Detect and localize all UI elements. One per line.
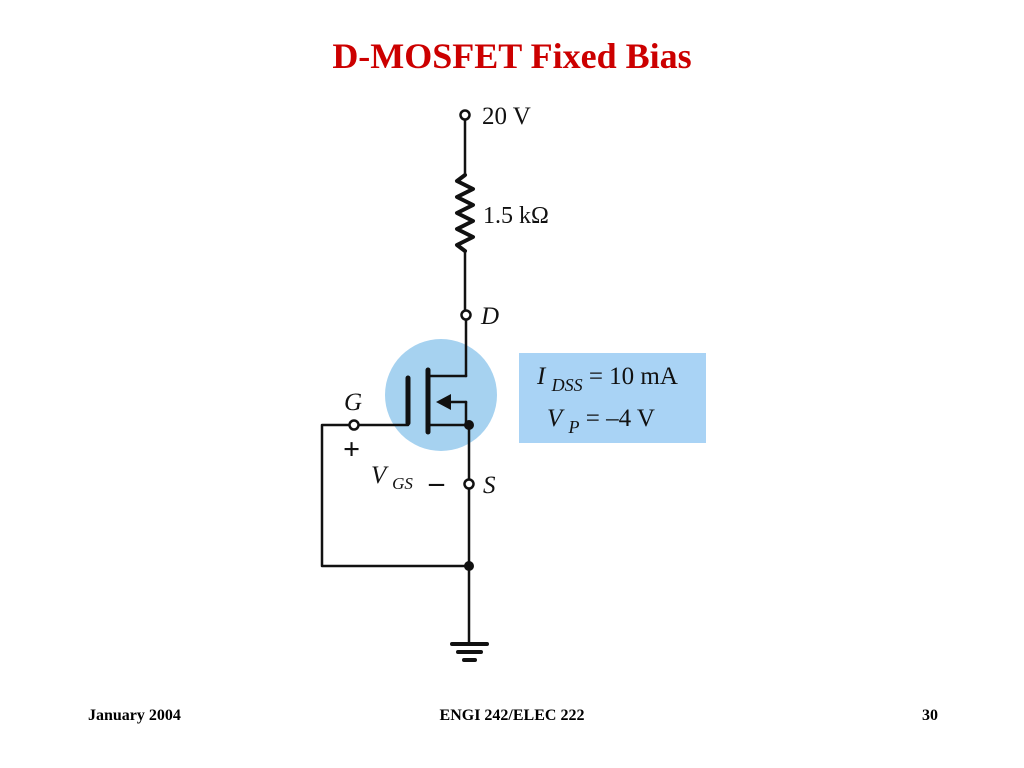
- drain-resistor-label: 1.5 kΩ: [483, 203, 549, 229]
- idss-parameter: I DSS = 10 mA: [536, 363, 678, 397]
- source-terminal: [463, 478, 475, 490]
- vp-value: = –4 V: [586, 405, 655, 432]
- drain-label: D: [480, 303, 499, 330]
- vgs-label: V GS: [371, 462, 413, 493]
- vgs-plus-sign: +: [343, 433, 360, 466]
- idss-value: = 10 mA: [589, 363, 678, 390]
- parameter-box: [519, 353, 706, 443]
- vgs-subscript: GS: [392, 474, 413, 493]
- gate-terminal: [348, 419, 360, 431]
- footer-page-number: 30: [922, 707, 938, 724]
- supply-terminal: [459, 109, 471, 121]
- supply-label: 20 V: [482, 103, 531, 130]
- slide-title: D-MOSFET Fixed Bias: [332, 36, 692, 76]
- drain-resistor-symbol: [455, 173, 475, 253]
- source-label: S: [483, 472, 496, 499]
- mosfet-highlight-circle: [385, 339, 497, 451]
- wire-gate-to-ground-loop: [320, 423, 471, 568]
- vp-symbol: V: [547, 405, 565, 432]
- vgs-symbol: V: [371, 462, 389, 489]
- vgs-minus-sign: –: [428, 466, 445, 499]
- source-junction-dot: [464, 420, 474, 430]
- footer-course: ENGI 242/ELEC 222: [439, 707, 585, 724]
- gate-label: G: [344, 389, 362, 416]
- ground-junction-dot: [464, 561, 474, 571]
- idss-subscript: DSS: [551, 375, 583, 395]
- drain-terminal: [460, 309, 472, 321]
- circuit-diagram: 20 V 1.5 kΩ D G S + – V GS I DSS = 10 mA…: [320, 103, 706, 662]
- vp-parameter: V P = –4 V: [547, 405, 655, 439]
- footer-date: January 2004: [88, 707, 181, 724]
- vp-subscript: P: [568, 417, 580, 437]
- idss-symbol: I: [536, 363, 547, 390]
- substrate-arrow-icon: [436, 394, 451, 410]
